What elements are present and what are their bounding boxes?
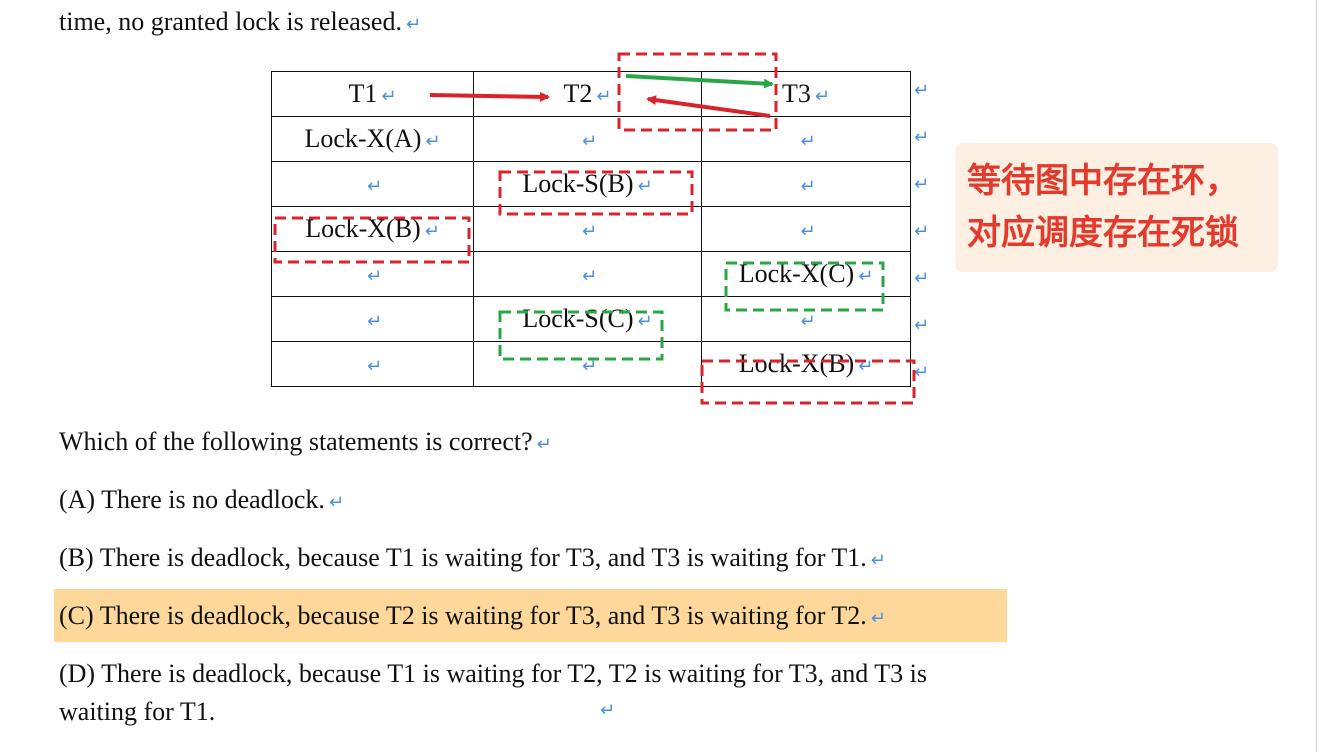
annotation-line-1: 等待图中存在环， <box>967 161 1239 201</box>
cell-r1-t2: ↵ <box>473 116 702 162</box>
option-text: There is deadlock, because T1 is waiting… <box>101 659 927 688</box>
return-mark: ↵ <box>328 492 345 513</box>
return-mark: ↵ <box>600 700 616 721</box>
table-row: Lock-X(B)↵ ↵ ↵ <box>271 206 911 252</box>
intro-text: time, no granted lock is released. <box>59 7 402 36</box>
box-lock-s-c <box>498 310 664 361</box>
row-end-mark: ↵ <box>914 174 930 195</box>
question-paragraph: Which of the following statements is cor… <box>59 425 552 462</box>
answer-highlight <box>54 589 1007 642</box>
option-d-continuation: waiting for T1. <box>59 695 215 729</box>
option-label: (A) <box>59 485 96 514</box>
table-row: ↵ ↵ Lock-X(B)↵ <box>271 341 911 387</box>
option-b: (B) There is deadlock, because T1 is wai… <box>59 541 886 578</box>
row-end-mark: ↵ <box>914 315 930 336</box>
option-text: There is deadlock, because T1 is waiting… <box>99 543 867 572</box>
intro-paragraph: time, no granted lock is released.↵ <box>59 5 421 42</box>
return-mark: ↵ <box>870 608 886 629</box>
row-end-mark: ↵ <box>914 127 930 148</box>
cell-r6-t1: ↵ <box>271 341 474 387</box>
box-lock-x-b-t3 <box>700 359 916 405</box>
table-row: ↵ Lock-S(B)↵ ↵ <box>271 161 911 207</box>
annotation-line-2: 对应调度存在死锁 <box>967 213 1239 253</box>
box-lock-s-b <box>498 170 694 216</box>
option-label: (C) <box>59 601 94 630</box>
option-text: waiting for T1. <box>59 697 216 726</box>
table-row: ↵ Lock-S(C)↵ ↵ <box>271 296 911 342</box>
cycle-box-header <box>617 52 778 132</box>
option-text: There is no deadlock. <box>101 485 325 514</box>
row-end-mark: ↵ <box>914 268 930 289</box>
return-mark: ↵ <box>870 550 886 571</box>
return-mark: ↵ <box>536 434 552 455</box>
option-text: There is deadlock, because T2 is waiting… <box>99 601 867 630</box>
cell-r5-t1: ↵ <box>271 296 474 342</box>
deadlock-annotation: 等待图中存在环， 对应调度存在死锁 <box>955 143 1278 272</box>
option-c: (C) There is deadlock, because T2 is wai… <box>59 599 886 636</box>
cell-r2-t3: ↵ <box>701 161 911 207</box>
row-end-mark: ↵ <box>914 80 930 101</box>
question-text: Which of the following statements is cor… <box>59 427 533 456</box>
schedule-table: T1↵ T2↵ T3↵ Lock-X(A)↵ ↵ ↵ ↵ Lock-S(B)↵ … <box>271 71 911 387</box>
box-lock-x-c <box>724 261 885 312</box>
option-d: (D) There is deadlock, because T1 is wai… <box>59 657 927 691</box>
cell-r1-t1: Lock-X(A)↵ <box>271 116 474 162</box>
row-end-mark: ↵ <box>914 221 930 242</box>
arrow-t2-to-t3 <box>625 74 774 89</box>
cell-r3-t3: ↵ <box>701 206 911 252</box>
arrow-t3-to-t2 <box>646 95 771 118</box>
cell-r4-t1: ↵ <box>271 251 474 297</box>
page-edge-line <box>1316 0 1317 752</box>
cell-r6-t3: Lock-X(B)↵ <box>701 341 911 387</box>
option-label: (D) <box>59 659 96 688</box>
option-label: (B) <box>59 543 94 572</box>
cell-r4-t2: ↵ <box>473 251 702 297</box>
table-row: Lock-X(A)↵ ↵ ↵ <box>271 116 911 162</box>
return-mark: ↵ <box>405 14 422 35</box>
arrow-t1-to-t2 <box>429 91 550 102</box>
box-lock-x-b-t1 <box>273 216 471 264</box>
option-a: (A) There is no deadlock.↵ <box>59 483 344 520</box>
row-end-mark: ↵ <box>914 362 930 383</box>
table-row: ↵ ↵ Lock-X(C)↵ <box>271 251 911 297</box>
cell-r5-t2: Lock-S(C)↵ <box>473 296 702 342</box>
